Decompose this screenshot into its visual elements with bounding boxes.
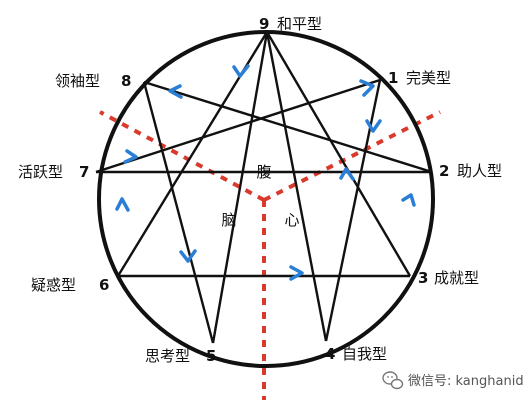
- arrow-icon: [289, 265, 304, 281]
- type-8-name: 领袖型: [55, 72, 100, 90]
- arrow-icon: [401, 193, 416, 207]
- divider-right: [263, 110, 441, 202]
- type-9-name: 和平型: [277, 15, 322, 33]
- arrow-icon: [365, 119, 382, 133]
- arrow-icon: [359, 79, 375, 97]
- arrow-icon: [115, 197, 130, 212]
- divider-left: [99, 110, 265, 202]
- type-8-number: 8: [121, 72, 131, 90]
- line-9-4: [265, 31, 328, 342]
- line-9-5: [211, 31, 269, 344]
- type-5-number: 5: [206, 347, 216, 365]
- type-4-name: 自我型: [342, 345, 387, 363]
- arrow-icon: [179, 249, 197, 263]
- watermark-text: 微信号: kanghanid: [408, 374, 524, 389]
- type-7-name: 活跃型: [18, 163, 63, 181]
- arrow-icon: [339, 167, 355, 181]
- center-dividers: [99, 110, 441, 400]
- type-1-number: 1: [388, 69, 398, 87]
- line-1-4: [324, 79, 382, 342]
- type-5-name: 思考型: [145, 347, 190, 365]
- line-3-9: [265, 31, 412, 277]
- line-8-5: [142, 81, 215, 344]
- arrow-icon: [168, 84, 183, 99]
- center-label-gut: 腹: [256, 163, 271, 181]
- center-label-heart: 心: [284, 211, 299, 229]
- type-6-name: 疑惑型: [31, 276, 76, 294]
- direction-arrows: [115, 64, 416, 281]
- arrow-icon: [123, 149, 138, 164]
- type-2-name: 助人型: [457, 162, 502, 180]
- wechat-icon: [382, 371, 404, 390]
- type-6-number: 6: [99, 276, 109, 294]
- line-2-8: [143, 80, 433, 174]
- type-3-number: 3: [418, 269, 428, 287]
- line-1-7: [95, 78, 381, 174]
- type-3-name: 成就型: [434, 269, 479, 287]
- center-label-head: 脑: [221, 211, 236, 229]
- type-9-number: 9: [259, 15, 269, 33]
- type-4-number: 4: [325, 345, 335, 363]
- type-2-number: 2: [439, 162, 449, 180]
- arrow-icon: [232, 64, 250, 78]
- type-7-number: 7: [79, 163, 89, 181]
- type-1-name: 完美型: [406, 69, 451, 87]
